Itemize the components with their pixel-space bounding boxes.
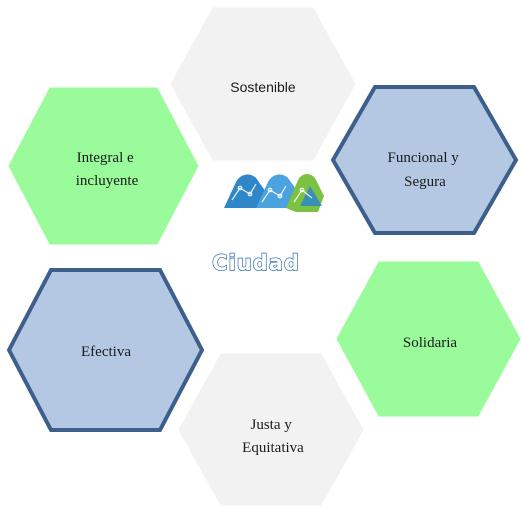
label-sostenible: Sostenible	[230, 79, 296, 95]
city-network-logo-icon	[224, 174, 324, 212]
label-funcional: Funcional y Segura	[388, 150, 463, 190]
center-title: Ciudad	[212, 251, 300, 275]
label-solidaria: Solidaria	[403, 335, 457, 351]
hexagon-efectiva	[6, 268, 205, 432]
label-efectiva: Efectiva	[81, 344, 131, 360]
hexagon-justa	[178, 353, 364, 506]
hexagon-solidaria	[336, 261, 521, 417]
label-justa: Justa y Equitativa	[242, 417, 304, 456]
label-integral: Integral e incluyente	[76, 150, 139, 189]
hexagon-funcional	[330, 85, 519, 235]
hexagon-sostenible	[170, 7, 356, 161]
hexagon-integral	[8, 87, 199, 245]
